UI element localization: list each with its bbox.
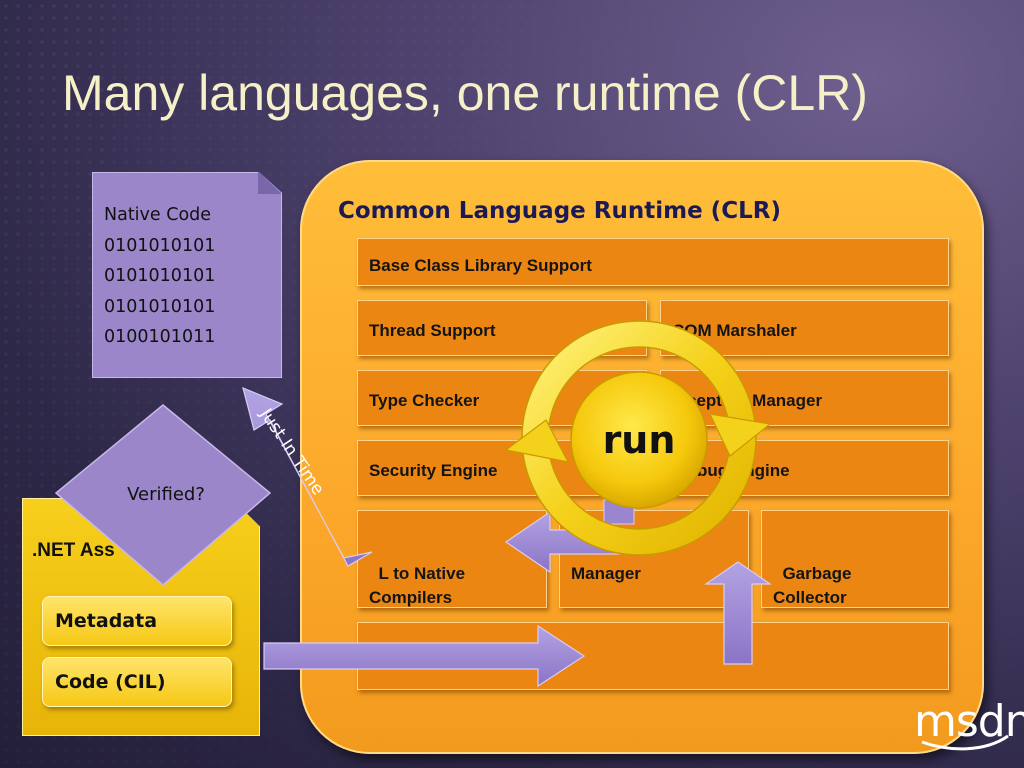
up-arrow xyxy=(704,561,772,665)
base-class-library-label: Base Class Library Support xyxy=(369,256,592,275)
assembly-to-clr-arrow xyxy=(263,624,586,688)
code-cil-label: Code (CIL) xyxy=(55,671,166,693)
native-code-binary: 0101010101 0101010101 0101010101 0100101… xyxy=(104,235,216,348)
metadata-pill: Metadata xyxy=(42,596,232,646)
com-marshaler-label: COM Marshaler xyxy=(672,321,797,340)
run-label: run xyxy=(602,418,676,462)
thread-support-label: Thread Support xyxy=(369,321,496,340)
msdn-logo: msdn xyxy=(914,696,1024,747)
native-code-document xyxy=(92,172,282,378)
clr-title: Common Language Runtime (CLR) xyxy=(338,198,781,224)
il-to-native-compilers-block: L to Native Compilers xyxy=(357,510,547,608)
code-manager-label: Manager xyxy=(571,564,641,583)
type-checker-label: Type Checker xyxy=(369,391,480,410)
verified-label: Verified? xyxy=(127,484,205,505)
jit-arrow xyxy=(242,386,373,567)
native-code-text: Native Code 0101010101 0101010101 010101… xyxy=(104,200,215,353)
ring-arrowhead-left xyxy=(504,419,570,463)
metadata-label: Metadata xyxy=(55,610,158,632)
code-cil-pill: Code (CIL) xyxy=(42,657,232,707)
ring-arrowhead-right xyxy=(708,413,772,457)
slide-title: Many languages, one runtime (CLR) xyxy=(62,65,868,121)
il-to-native-compilers-label: L to Native Compilers xyxy=(369,564,466,607)
base-class-library-block: Base Class Library Support xyxy=(357,238,949,286)
net-assembly-title: .NET Ass xyxy=(32,540,115,561)
garbage-collector-label: Garbage Collector xyxy=(773,564,852,607)
debug-engine-block: bug Engine xyxy=(660,440,949,496)
msdn-swoosh xyxy=(921,734,1009,751)
document-fold-corner xyxy=(258,172,282,194)
garbage-collector-block: Garbage Collector xyxy=(761,510,949,608)
run-center-disc xyxy=(570,371,708,509)
native-code-label: Native Code xyxy=(104,205,212,225)
verified-diamond xyxy=(54,404,272,586)
security-engine-label: Security Engine xyxy=(369,461,498,480)
